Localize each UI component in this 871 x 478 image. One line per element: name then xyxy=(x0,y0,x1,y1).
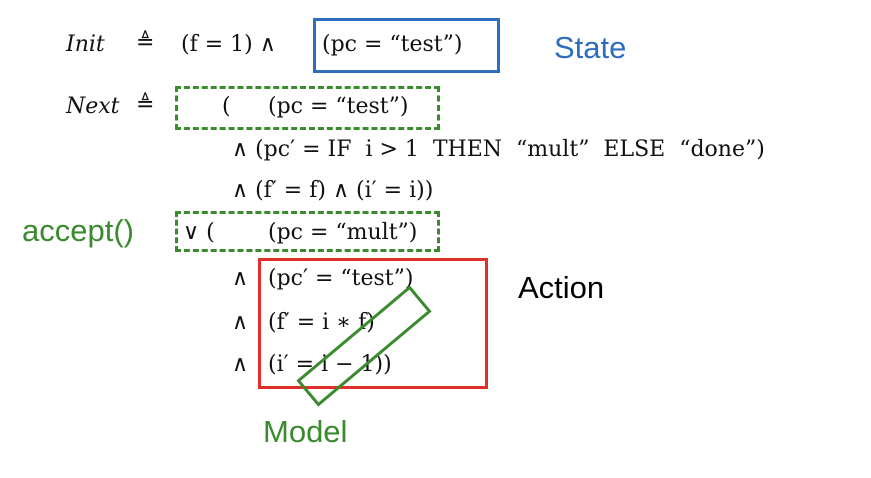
state-label: State xyxy=(554,30,627,65)
accept-guard-box-1 xyxy=(175,86,440,130)
next-name: Next xyxy=(66,94,120,119)
action-line2: (f′ = i ∗ f) xyxy=(268,310,375,335)
next-open: ( xyxy=(222,94,231,119)
next-line2: ∧ (pc′ = IF i > 1 THEN “mult” ELSE “done… xyxy=(232,137,765,162)
or-guard: (pc = “mult”) xyxy=(268,220,418,245)
action-line1: (pc′ = “test”) xyxy=(268,266,414,291)
action-box xyxy=(258,258,488,389)
model-label: Model xyxy=(263,414,348,449)
next-guard: (pc = “test”) xyxy=(268,94,409,119)
init-name: Init xyxy=(66,32,105,57)
next-defeq: ≜ xyxy=(136,92,155,117)
init-state: (pc = “test”) xyxy=(322,32,463,57)
and-2: ∧ xyxy=(232,310,249,335)
action-label: Action xyxy=(518,270,605,305)
state-box xyxy=(313,18,500,73)
accept-label: accept() xyxy=(22,213,134,248)
or-open: ∨ ( xyxy=(183,220,215,245)
action-line3: (i′ = i − 1)) xyxy=(268,352,392,377)
accept-guard-box-2 xyxy=(175,211,440,252)
init-defeq: ≜ xyxy=(136,30,155,55)
init-rhs: (f = 1) ∧ xyxy=(181,32,276,57)
and-3: ∧ xyxy=(232,352,249,377)
and-1: ∧ xyxy=(232,266,249,291)
next-line3: ∧ (f′ = f) ∧ (i′ = i)) xyxy=(232,178,434,203)
